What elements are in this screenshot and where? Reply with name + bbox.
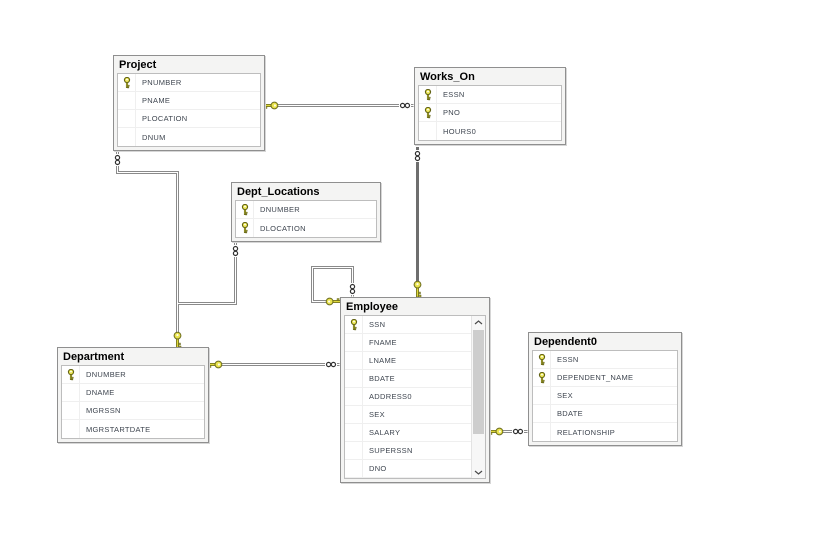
relationship-project-department[interactable] bbox=[113, 152, 182, 349]
table-row[interactable]: DEPENDENT_NAME bbox=[533, 369, 677, 387]
table-dept-locations[interactable]: Dept_Locations DNUMBER DLOCATION bbox=[231, 182, 381, 242]
column-name: HOURS0 bbox=[443, 126, 477, 136]
column-name: DNO bbox=[369, 464, 387, 473]
infinity-symbol bbox=[348, 282, 357, 296]
relationship-department-employee[interactable] bbox=[205, 360, 340, 369]
relationship-employee-self[interactable] bbox=[311, 266, 357, 306]
table-row[interactable]: LNAME bbox=[345, 352, 472, 370]
column-name: SUPERSSN bbox=[369, 446, 413, 455]
relationship-works-on-employee[interactable] bbox=[413, 147, 422, 298]
key-icon bbox=[424, 88, 431, 100]
column-name: DNUM bbox=[142, 132, 166, 142]
column-name: SSN bbox=[369, 320, 386, 329]
column-name: DNUMBER bbox=[260, 205, 301, 214]
table-row[interactable]: MGRSSN bbox=[62, 402, 204, 420]
table-row[interactable]: BDATE bbox=[533, 405, 677, 423]
table-employee[interactable]: Employee SSN FNAME LNAME BDATE ADDRESS0 … bbox=[340, 297, 490, 483]
column-name: DNUMBER bbox=[86, 370, 127, 379]
table-title: Employee bbox=[346, 301, 398, 313]
infinity-symbol bbox=[113, 153, 122, 167]
table-row[interactable]: MGRSTARTDATE bbox=[62, 420, 204, 438]
table-row[interactable]: PNUMBER bbox=[118, 74, 260, 92]
key-icon bbox=[241, 203, 248, 215]
table-project[interactable]: Project PNUMBER PNAME PLOCATION DNUM bbox=[113, 55, 265, 151]
table-row[interactable]: SSN bbox=[345, 316, 472, 334]
column-name: PLOCATION bbox=[142, 114, 188, 123]
table-row[interactable]: ADDRESS0 bbox=[345, 388, 472, 406]
table-row[interactable]: PLOCATION bbox=[118, 110, 260, 128]
table-title: Dependent0 bbox=[534, 336, 597, 348]
key-icon bbox=[538, 371, 545, 383]
table-row[interactable]: DNUM bbox=[118, 128, 260, 146]
vertical-scrollbar[interactable] bbox=[471, 316, 485, 478]
table-row[interactable]: DNO bbox=[345, 460, 472, 478]
key-icon bbox=[67, 368, 74, 380]
infinity-symbol bbox=[413, 149, 422, 163]
column-name: DEPENDENT_NAME bbox=[557, 373, 634, 382]
column-name: SEX bbox=[369, 410, 385, 419]
table-row[interactable]: FNAME bbox=[345, 334, 472, 352]
table-row[interactable]: PNAME bbox=[118, 92, 260, 110]
table-works-on[interactable]: Works_On ESSN PNO HOURS0 bbox=[414, 67, 566, 145]
column-name: PNO bbox=[443, 108, 461, 117]
infinity-symbol bbox=[511, 427, 525, 436]
column-name: ESSN bbox=[443, 90, 465, 99]
infinity-symbol bbox=[324, 360, 338, 369]
column-name: MGRSSN bbox=[86, 406, 121, 415]
table-row[interactable]: DNUMBER bbox=[62, 366, 204, 384]
column-name: RELATIONSHIP bbox=[557, 427, 616, 437]
column-name: PNAME bbox=[142, 96, 171, 105]
table-row[interactable]: RELATIONSHIP bbox=[533, 423, 677, 441]
table-row[interactable]: BDATE bbox=[345, 370, 472, 388]
table-title: Dept_Locations bbox=[237, 186, 320, 198]
key-icon bbox=[350, 318, 357, 330]
infinity-symbol bbox=[231, 244, 240, 258]
column-name: ADDRESS0 bbox=[369, 392, 412, 401]
column-name: SEX bbox=[557, 391, 573, 400]
column-name: FNAME bbox=[369, 338, 397, 347]
key-icon bbox=[123, 76, 130, 88]
column-name: LNAME bbox=[369, 356, 397, 365]
scroll-down-button[interactable] bbox=[472, 466, 485, 478]
table-title: Works_On bbox=[420, 71, 475, 83]
key-symbol bbox=[173, 331, 182, 349]
table-dependent0[interactable]: Dependent0 ESSN DEPENDENT_NAME SEX BDATE… bbox=[528, 332, 682, 446]
table-row[interactable]: SALARY bbox=[345, 424, 472, 442]
relationship-employee-dependent0[interactable] bbox=[486, 427, 528, 436]
column-name: BDATE bbox=[369, 374, 395, 383]
table-row[interactable]: DLOCATION bbox=[236, 219, 376, 237]
column-name: DLOCATION bbox=[260, 223, 306, 233]
column-name: SALARY bbox=[369, 428, 401, 437]
chevron-down-icon bbox=[474, 470, 483, 475]
column-name: ESSN bbox=[557, 355, 579, 364]
scroll-up-button[interactable] bbox=[472, 316, 485, 328]
table-row[interactable]: SUPERSSN bbox=[345, 442, 472, 460]
key-icon bbox=[538, 353, 545, 365]
table-title: Department bbox=[63, 351, 125, 363]
scrollbar-thumb[interactable] bbox=[473, 330, 484, 434]
key-symbol bbox=[413, 280, 422, 298]
table-row[interactable]: ESSN bbox=[419, 86, 561, 104]
table-row[interactable]: DNUMBER bbox=[236, 201, 376, 219]
key-icon bbox=[424, 106, 431, 118]
table-row[interactable]: SEX bbox=[345, 406, 472, 424]
table-row[interactable]: SEX bbox=[533, 387, 677, 405]
column-name: MGRSTARTDATE bbox=[86, 424, 151, 434]
table-row[interactable]: ESSN bbox=[533, 351, 677, 369]
infinity-symbol bbox=[398, 101, 412, 110]
column-name: PNUMBER bbox=[142, 78, 182, 87]
table-department[interactable]: Department DNUMBER DNAME MGRSSN MGRSTART… bbox=[57, 347, 209, 443]
key-icon bbox=[241, 222, 248, 234]
relationship-dept-locations-department[interactable] bbox=[178, 242, 240, 305]
relationship-project-works-on[interactable] bbox=[261, 101, 414, 110]
table-row[interactable]: HOURS0 bbox=[419, 122, 561, 140]
table-row[interactable]: DNAME bbox=[62, 384, 204, 402]
column-name: BDATE bbox=[557, 409, 583, 418]
table-row[interactable]: PNO bbox=[419, 104, 561, 122]
table-title: Project bbox=[119, 59, 157, 71]
column-name: DNAME bbox=[86, 388, 115, 397]
chevron-up-icon bbox=[474, 319, 483, 324]
